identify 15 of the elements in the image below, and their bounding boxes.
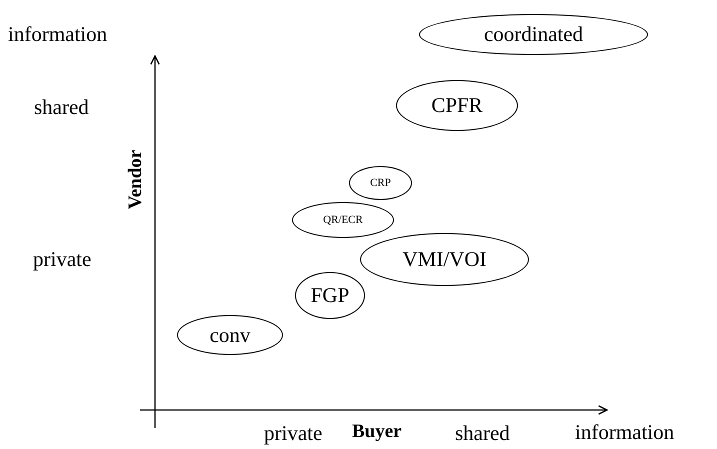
axis-label: shared bbox=[34, 97, 89, 118]
axis-label: information bbox=[8, 24, 108, 45]
axis-label: shared bbox=[455, 423, 510, 444]
node-label: FGP bbox=[310, 285, 350, 306]
axis-label: private bbox=[33, 249, 92, 270]
node-label: coordinated bbox=[484, 24, 584, 45]
node-label: VMI/VOI bbox=[402, 249, 486, 270]
node-label: CPFR bbox=[431, 95, 483, 116]
axis-title: Vendor bbox=[126, 150, 146, 210]
axis-title: Buyer bbox=[352, 422, 402, 441]
node-label: conv bbox=[210, 324, 250, 346]
node-label: CRP bbox=[370, 178, 391, 188]
axis-label: information bbox=[575, 422, 674, 443]
axis-label: private bbox=[264, 423, 322, 444]
node-label: QR/ECR bbox=[323, 214, 363, 226]
